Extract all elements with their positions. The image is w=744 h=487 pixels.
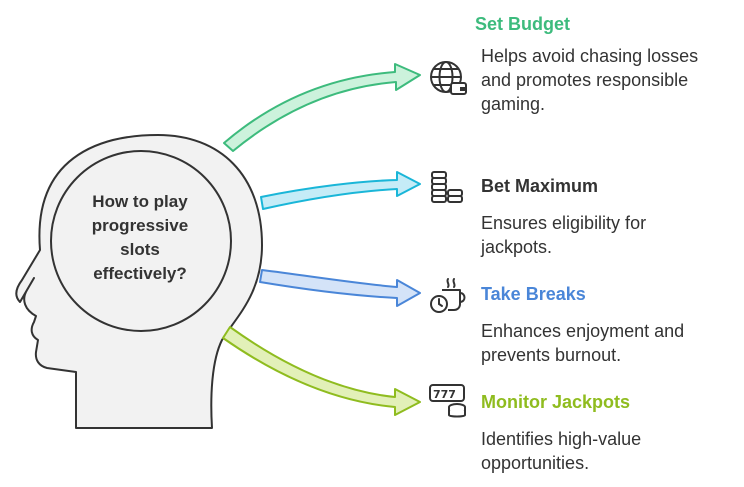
description-line: jackpots. bbox=[481, 237, 553, 257]
question-line: How to play bbox=[92, 192, 188, 211]
monitor-jackpots-description: Identifies high-value opportunities. bbox=[481, 427, 641, 475]
svg-text:777: 777 bbox=[433, 388, 456, 401]
coin-stacks-icon bbox=[431, 171, 463, 203]
description-line: and promotes responsible bbox=[481, 70, 689, 90]
center-question: How to play progressive slots effectivel… bbox=[70, 190, 210, 286]
arrow-monitor-jackpots bbox=[222, 326, 421, 416]
arrow-take-breaks bbox=[259, 269, 421, 307]
take-breaks-description: Enhances enjoyment and prevents burnout. bbox=[481, 319, 684, 367]
bet-maximum-description: Ensures eligibility for jackpots. bbox=[481, 211, 646, 259]
question-line: effectively? bbox=[93, 264, 187, 283]
bet-maximum-title: Bet Maximum bbox=[481, 176, 599, 196]
arrow-set-budget bbox=[223, 63, 421, 152]
description-line: Ensures eligibility for bbox=[481, 213, 647, 233]
description-line: Identifies high-value bbox=[481, 429, 642, 449]
arrow-bet-maximum bbox=[260, 171, 421, 210]
description-line: Enhances enjoyment and bbox=[481, 321, 685, 341]
question-line: slots bbox=[120, 240, 160, 259]
description-line: gaming. bbox=[481, 94, 546, 114]
question-line: progressive bbox=[91, 216, 189, 235]
description-line: prevents burnout. bbox=[481, 345, 622, 365]
coffee-timer-icon bbox=[430, 278, 466, 313]
question-circle bbox=[50, 150, 232, 332]
monitor-jackpots-title: Monitor Jackpots bbox=[481, 392, 631, 412]
description-line: opportunities. bbox=[481, 453, 590, 473]
set-budget-description: Helps avoid chasing losses and promotes … bbox=[481, 44, 698, 116]
take-breaks-title: Take Breaks bbox=[481, 284, 586, 304]
description-line: Helps avoid chasing losses bbox=[481, 46, 699, 66]
slot-777-icon: 777 bbox=[429, 384, 466, 418]
set-budget-title: Set Budget bbox=[475, 14, 571, 34]
globe-wallet-icon bbox=[430, 61, 467, 95]
